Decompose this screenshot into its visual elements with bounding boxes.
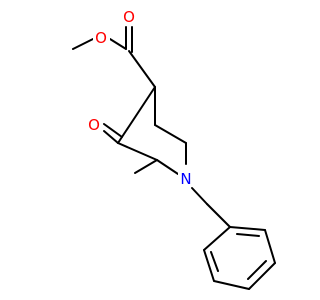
bond-ring-c2-c3 [117,142,158,161]
bond-carbonyl-ring-c4 [128,50,156,88]
bond-ring-c3-c4 [117,86,156,144]
atom-ketone-oxygen: O [88,116,100,134]
bond-ketone-double-1 [103,130,119,144]
bond-n-benzyl-ch2 [191,187,208,205]
atom-ester-carbonyl-oxygen: O [123,8,135,26]
bond-phenyl-inner-3 [210,251,219,272]
bond-phenyl-4 [213,280,250,290]
bond-ring-n-c2 [156,159,179,175]
atom-mask-ester-oxygen [93,29,110,46]
atom-mask-ketone-oxygen [85,116,102,133]
bond-phenyl-inner-1 [236,233,260,237]
atom-ring-nitrogen: N [180,170,191,188]
chemical-structure-diagram: O O O N [72,8,276,290]
bond-ketone-double-2 [103,123,123,138]
bond-c2-methyl [134,159,158,174]
atom-mask-nitrogen [178,170,195,187]
bond-ester-oxygen-carbonyl-carbon [109,38,127,50]
atom-labels: O O O N [85,8,195,188]
bond-phenyl-5 [203,249,215,282]
atom-mask-carbonyl-oxygen [120,8,137,25]
bond-ring-c5-c6 [154,124,187,144]
bond-phenyl-inner-2 [247,260,267,280]
bond-phenyl-2 [264,229,276,264]
bond-phenyl-1 [229,226,266,231]
atom-ester-single-oxygen: O [95,29,107,47]
bond-phenyl-3 [248,262,276,290]
bond-ch2-phenyl [206,203,231,228]
bond-methyl-ester-oxygen [72,38,94,50]
bonds [72,26,276,290]
bond-phenyl-6 [203,226,231,251]
